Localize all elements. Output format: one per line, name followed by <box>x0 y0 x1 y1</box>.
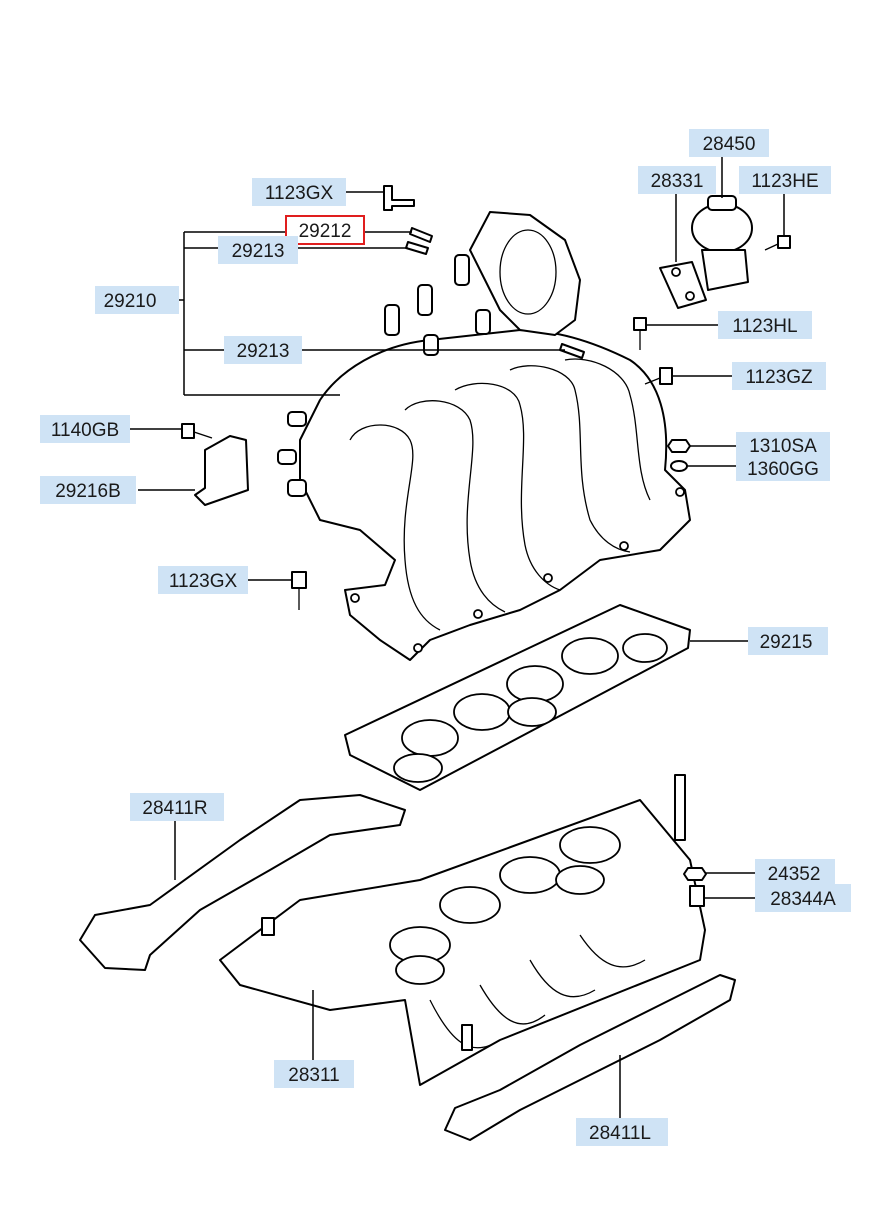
callout-label: 1123HL <box>732 316 797 337</box>
callout-28411R[interactable]: 28411R <box>130 793 224 821</box>
callout-1123GX-top[interactable]: 1123GX <box>252 178 346 206</box>
callout-29212-selected[interactable]: 29212 <box>285 215 365 245</box>
callout-1360GG[interactable]: 1360GG <box>736 455 830 481</box>
callout-1310SA[interactable]: 1310SA <box>736 432 830 458</box>
callout-label: 1310SA <box>749 436 817 457</box>
callout-label: 1123GZ <box>745 367 813 388</box>
callout-29213-a[interactable]: 29213 <box>218 236 298 264</box>
callout-28344A[interactable]: 28344A <box>755 884 851 912</box>
callout-29210[interactable]: 29210 <box>95 286 179 314</box>
callout-label: 28411R <box>142 798 207 819</box>
callout-24352[interactable]: 24352 <box>755 859 835 887</box>
callout-29215[interactable]: 29215 <box>748 627 828 655</box>
callout-label: 29216B <box>55 481 121 502</box>
callout-1123HL[interactable]: 1123HL <box>718 311 812 339</box>
callout-label: 28411L <box>589 1123 651 1144</box>
gasket-28411L-drawing <box>444 974 736 1141</box>
callout-28331[interactable]: 28331 <box>638 166 716 194</box>
callout-label: 1123GX <box>265 183 334 204</box>
nut-24352-drawing <box>683 867 707 881</box>
bracket-drawing <box>194 435 249 506</box>
actuator-drawing <box>659 195 753 309</box>
callout-label: 28450 <box>703 134 756 155</box>
callout-1123HE[interactable]: 1123HE <box>739 166 831 194</box>
callout-label: 29213 <box>232 241 285 262</box>
callout-label: 28311 <box>288 1065 339 1086</box>
lower-intake-manifold-drawing <box>219 774 706 1086</box>
callout-label: 29215 <box>760 632 813 653</box>
callout-label: 28331 <box>651 171 704 192</box>
callout-28450[interactable]: 28450 <box>689 129 769 157</box>
callout-label: 1140GB <box>51 420 119 441</box>
callout-29213-b[interactable]: 29213 <box>224 336 302 364</box>
callout-label: 1123HE <box>751 171 818 192</box>
callout-label: 1360GG <box>747 459 819 480</box>
callout-label: 1123GX <box>169 571 238 592</box>
callout-label: 29210 <box>104 291 157 312</box>
callout-28411L[interactable]: 28411L <box>576 1118 668 1146</box>
upper-intake-manifold-drawing[interactable] <box>277 211 691 661</box>
callout-29216B[interactable]: 29216B <box>40 476 136 504</box>
leader-lines <box>128 152 785 1120</box>
gasket-29215-drawing <box>344 604 691 791</box>
callout-label: 29212 <box>299 221 352 242</box>
spring-28344A-drawing <box>689 885 705 907</box>
callout-label: 24352 <box>768 864 821 885</box>
gasket-28411R-drawing <box>79 794 406 971</box>
callout-28311[interactable]: 28311 <box>274 1060 354 1088</box>
callout-label: 29213 <box>237 341 290 362</box>
callout-1140GB[interactable]: 1140GB <box>40 415 130 443</box>
callout-label: 28344A <box>770 889 836 910</box>
callout-1123GX-mid[interactable]: 1123GX <box>158 566 248 594</box>
callout-1123GZ[interactable]: 1123GZ <box>732 362 826 390</box>
